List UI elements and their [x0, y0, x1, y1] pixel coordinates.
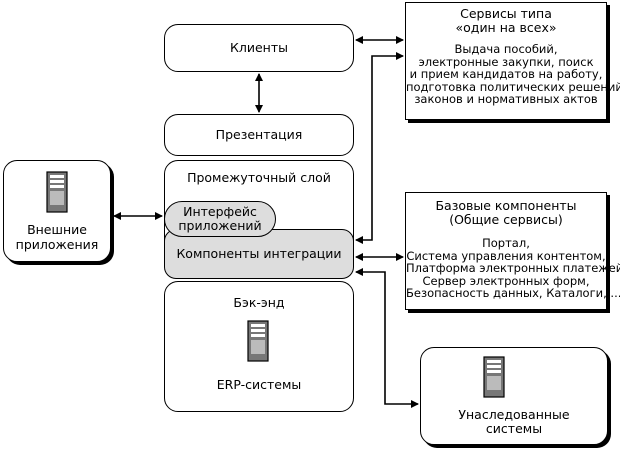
- one-for-all-title-2: «один на всех»: [455, 20, 557, 35]
- presentation-label: Презентация: [215, 127, 303, 142]
- server-icon: [247, 320, 269, 362]
- arrow-integration-legacy: [355, 268, 419, 408]
- base-components-item: Платформа электронных платежей,: [406, 261, 620, 275]
- base-components-title-2: (Общие сервисы): [449, 212, 563, 227]
- base-components-item: Безопасность данных, Каталоги, ...: [406, 286, 620, 300]
- clients-label: Клиенты: [229, 40, 288, 55]
- app-interface-line1: Интерфейс: [183, 204, 257, 219]
- integration-components-box: Компоненты интеграции: [164, 229, 354, 279]
- one-for-all-item: Выдача пособий,: [454, 42, 558, 56]
- one-for-all-item: подготовка политических решений,: [406, 79, 620, 94]
- middle-layer-label: Промежуточный слой: [187, 170, 331, 185]
- base-components-item: Портал,: [482, 236, 530, 250]
- arrow-integration-services: [355, 52, 404, 244]
- legacy-systems-line2: системы: [485, 421, 543, 436]
- one-for-all-item: электронные закупки, поиск: [418, 54, 594, 69]
- legacy-systems-line1: Унаследованные: [458, 407, 570, 422]
- app-interface-box: Интерфейс приложений: [164, 201, 276, 237]
- presentation-box: Презентация: [164, 114, 354, 156]
- clients-box: Клиенты: [164, 24, 354, 72]
- erp-label: ERP-системы: [216, 377, 302, 392]
- one-for-all-item: и прием кандидатов на работу,: [409, 67, 603, 81]
- backend-box: Бэк-энд ERP-системы: [164, 281, 354, 412]
- server-icon: [483, 356, 505, 398]
- server-icon: [46, 171, 68, 213]
- external-apps-line1: Внешние: [27, 222, 87, 237]
- legacy-systems-box: Унаследованные системы: [420, 347, 608, 445]
- one-for-all-title-1: Сервисы типа: [460, 6, 552, 21]
- base-components-title-1: Базовые компоненты: [435, 198, 577, 213]
- one-for-all-services-box: Сервисы типа «один на всех» Выдача пособ…: [405, 2, 620, 120]
- app-interface-line2: приложений: [178, 218, 262, 233]
- base-components-item: Система управления контентом,: [406, 248, 606, 263]
- external-apps-box: Внешние приложения: [3, 160, 111, 262]
- backend-label: Бэк-энд: [233, 295, 285, 310]
- one-for-all-item: законов и нормативных актов: [414, 92, 598, 106]
- external-apps-line2: приложения: [15, 237, 99, 252]
- integration-components-label: Компоненты интеграции: [176, 246, 342, 261]
- base-components-item: Сервер электронных форм,: [422, 273, 590, 288]
- base-components-box: Базовые компоненты (Общие сервисы) Порта…: [405, 192, 620, 310]
